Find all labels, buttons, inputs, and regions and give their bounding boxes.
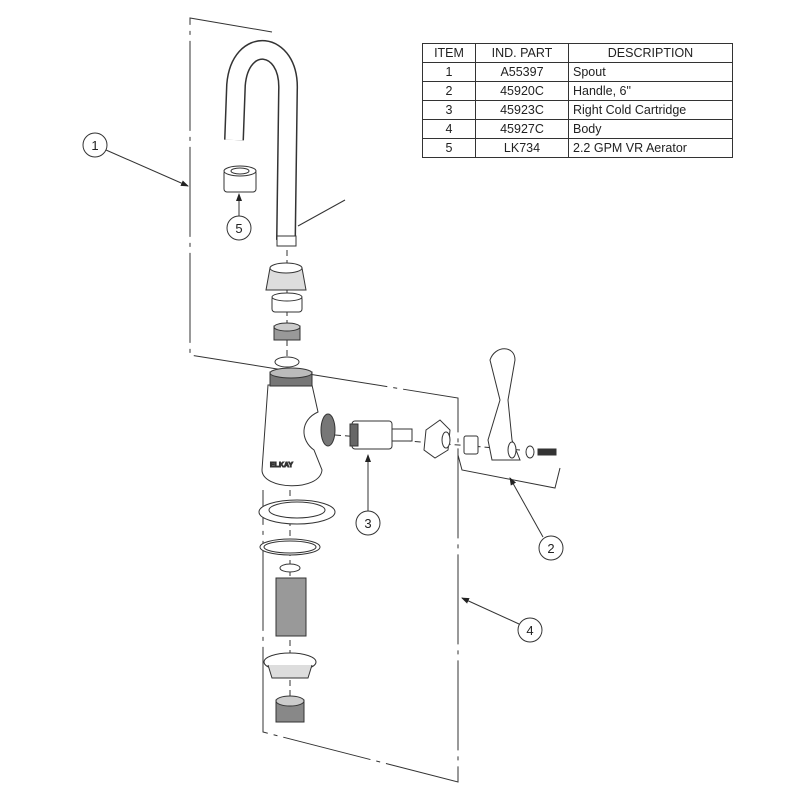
part-cell: LK734 bbox=[475, 138, 569, 158]
callout-4: 4 bbox=[461, 597, 543, 643]
description-cell: 2.2 GPM VR Aerator bbox=[568, 138, 733, 158]
svg-text:5: 5 bbox=[235, 221, 242, 236]
aerator bbox=[223, 165, 257, 193]
item-cell: 3 bbox=[422, 100, 476, 120]
callout-5: 5 bbox=[226, 193, 252, 241]
table-row: 5 LK734 2.2 GPM VR Aerator bbox=[422, 138, 733, 158]
part-cell: 45927C bbox=[475, 119, 569, 139]
table-row: 1 A55397 Spout bbox=[422, 62, 733, 82]
item-cell: 1 bbox=[422, 62, 476, 82]
spout-nut-rings bbox=[265, 262, 307, 368]
description-cell: Body bbox=[568, 119, 733, 139]
item-cell: 5 bbox=[422, 138, 476, 158]
cartridge bbox=[349, 420, 413, 450]
spout bbox=[224, 39, 346, 247]
part-cell: 45923C bbox=[475, 100, 569, 120]
svg-text:1: 1 bbox=[91, 138, 98, 153]
callout-2: 2 bbox=[509, 477, 564, 561]
part-cell: 45920C bbox=[475, 81, 569, 101]
header-description: DESCRIPTION bbox=[568, 43, 733, 63]
faucet-body: ELKAY bbox=[261, 367, 336, 487]
base-parts bbox=[258, 499, 336, 723]
header-item: ITEM bbox=[422, 43, 476, 63]
handle bbox=[487, 348, 557, 461]
table-row: 2 45920C Handle, 6" bbox=[422, 81, 733, 101]
part-cell: A55397 bbox=[475, 62, 569, 82]
header-part: IND. PART bbox=[475, 43, 569, 63]
brand-mark: ELKAY bbox=[270, 462, 293, 469]
callout-1: 1 bbox=[82, 132, 189, 187]
svg-text:2: 2 bbox=[547, 541, 554, 556]
handle-hub bbox=[423, 419, 479, 459]
table-header-row: ITEM IND. PART DESCRIPTION bbox=[422, 43, 733, 63]
svg-text:4: 4 bbox=[526, 623, 533, 638]
item-cell: 2 bbox=[422, 81, 476, 101]
table-row: 3 45923C Right Cold Cartridge bbox=[422, 100, 733, 120]
callout-3: 3 bbox=[355, 454, 381, 536]
svg-text:3: 3 bbox=[364, 516, 371, 531]
table-row: 4 45927C Body bbox=[422, 119, 733, 139]
description-cell: Spout bbox=[568, 62, 733, 82]
description-cell: Handle, 6" bbox=[568, 81, 733, 101]
item-cell: 4 bbox=[422, 119, 476, 139]
parts-table: ITEM IND. PART DESCRIPTION 1 A55397 Spou… bbox=[422, 43, 733, 158]
description-cell: Right Cold Cartridge bbox=[568, 100, 733, 120]
